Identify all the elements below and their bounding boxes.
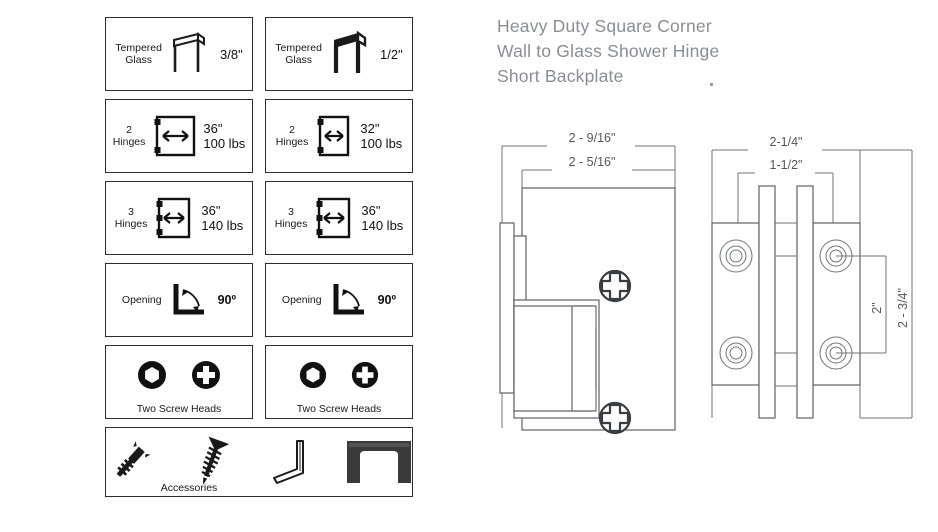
spec-label: 3 Hinges — [274, 206, 308, 230]
spec-caption: Two Screw Heads — [296, 403, 382, 415]
drawing-side-view: 2 - 9/16" 2 - 5/16" — [492, 128, 692, 438]
spec-value-weight: 140 lbs — [201, 218, 244, 233]
spec-cell-glass-38: Tempered Glass 3/8" — [105, 17, 253, 91]
spec-cell-accessories: Accessories — [105, 427, 413, 497]
allen-key-icon — [267, 435, 313, 489]
spec-value-width: 36" — [361, 203, 381, 218]
spec-value-angle: 90º — [377, 293, 397, 307]
spec-cell-screws-left: Two Screw Heads — [105, 345, 253, 419]
opening-angle-icon — [328, 278, 372, 322]
dim-outer-label: 2 - 9/16" — [569, 131, 616, 145]
spec-cell-2hinge-32: 2 Hinges 32" 100 lbs — [265, 99, 413, 173]
product-title-line3: Short Backplate — [497, 66, 624, 86]
spec-value: 1/2" — [380, 46, 403, 62]
spec-label: 3 Hinges — [114, 206, 148, 230]
tempered-glass-thin-icon — [168, 30, 214, 78]
phillips-screw-head-icon — [190, 359, 222, 391]
dim-height-outer-label: 2 - 3/4" — [896, 288, 910, 328]
spec-value-weight: 100 lbs — [203, 136, 246, 151]
drawing-front-view: 2-1/4" 1-1/2" — [700, 128, 930, 438]
opening-angle-icon — [168, 278, 212, 322]
product-title-line1: Heavy Duty Square Corner — [497, 16, 712, 36]
door-width-3-hinge-icon — [153, 193, 195, 243]
spec-row-opening-angle: Opening 90º Opening — [105, 263, 420, 337]
spec-value: 3/8" — [220, 46, 243, 62]
tempered-glass-thick-icon — [328, 30, 374, 78]
door-width-3-hinge-icon — [313, 193, 355, 243]
spec-label: Opening — [281, 294, 322, 306]
hex-screw-head-icon — [136, 359, 168, 391]
screw-hole-top-left — [719, 239, 753, 273]
spec-cell-3hinge-left: 3 Hinges 36" 140 lbs — [105, 181, 253, 255]
spec-cell-opening-left: Opening 90º — [105, 263, 253, 337]
spec-label: Opening — [121, 294, 162, 306]
spec-label: 2 Hinges — [275, 124, 309, 148]
product-title: Heavy Duty Square Corner Wall to Glass S… — [497, 14, 797, 89]
screw-hole-bottom-left — [719, 336, 753, 370]
spec-label: Tempered Glass — [115, 42, 162, 66]
product-title-line2: Wall to Glass Shower Hinge — [497, 41, 720, 61]
spec-value-weight: 140 lbs — [361, 218, 404, 233]
dim-inner-label: 1-1/2" — [770, 158, 803, 172]
u-bracket-icon — [343, 435, 415, 489]
hex-screw-head-icon — [298, 360, 328, 390]
spec-label: 2 Hinges — [112, 124, 146, 148]
spec-row-glass-thickness: Tempered Glass 3/8" Tempered Glass — [105, 17, 420, 91]
title-dot-mark — [710, 83, 713, 86]
door-width-2-hinge-icon — [151, 111, 197, 161]
dim-height-inner-label: 2" — [870, 302, 884, 313]
wall-anchor-icon — [103, 436, 155, 488]
spec-row-accessories: Accessories — [105, 427, 420, 497]
spec-row-screw-heads: Two Screw Heads Two Screw Heads — [105, 345, 420, 419]
dim-inner-label: 2 - 5/16" — [569, 155, 616, 169]
spec-value-width: 36" — [203, 121, 223, 136]
wood-screw-icon — [185, 433, 237, 491]
door-width-2-hinge-icon — [314, 111, 354, 161]
phillips-screw-bottom — [598, 401, 632, 435]
spec-cell-3hinge-right: 3 Hinges 36" 140 lbs — [265, 181, 413, 255]
spec-value-weight: 100 lbs — [360, 136, 403, 151]
spec-value-width: 36" — [201, 203, 221, 218]
phillips-screw-top — [598, 269, 632, 303]
spec-row-three-hinges: 3 Hinges 36" 140 lbs — [105, 181, 420, 255]
spec-grid: Tempered Glass 3/8" Tempered Glass — [105, 17, 420, 505]
phillips-screw-head-icon — [350, 360, 380, 390]
spec-cell-glass-12: Tempered Glass 1/2" — [265, 17, 413, 91]
spec-value-angle: 90º — [217, 293, 237, 307]
dim-outer-label: 2-1/4" — [770, 135, 803, 149]
spec-cell-2hinge-36: 2 Hinges 36" 100 lbs — [105, 99, 253, 173]
accessories-caption: Accessories — [160, 482, 218, 494]
spec-label: Tempered Glass — [275, 42, 322, 66]
spec-cell-opening-right: Opening 90º — [265, 263, 413, 337]
spec-row-two-hinges: 2 Hinges 36" 100 lbs — [105, 99, 420, 173]
spec-cell-screws-right: Two Screw Heads — [265, 345, 413, 419]
spec-value-width: 32" — [360, 121, 380, 136]
spec-caption: Two Screw Heads — [136, 403, 222, 415]
